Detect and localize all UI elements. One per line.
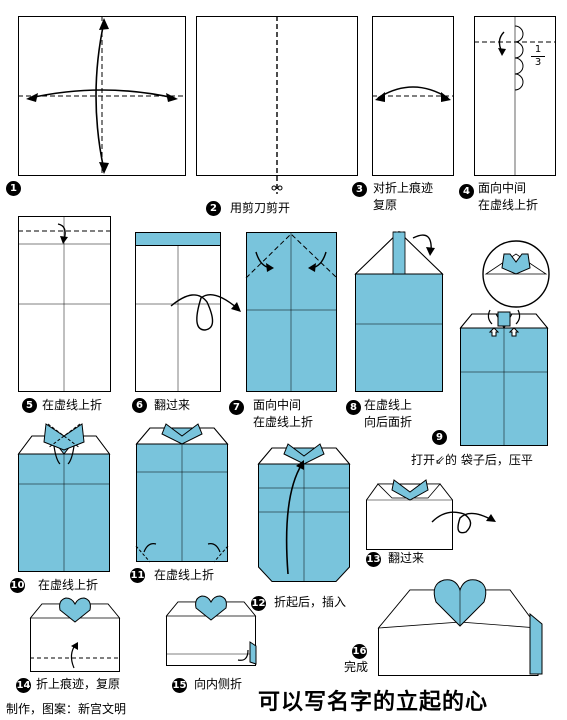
step-11-sheet [135, 423, 229, 563]
step-9-number: 9 [432, 430, 447, 445]
step-4-diagram [474, 16, 556, 176]
step-12-number: 12 [251, 596, 266, 611]
step-5-diagram [18, 216, 111, 392]
step-8-caption-line2: 向后面折 [364, 415, 413, 429]
step-9-caption: 打开⇙的 袋子后，压平 [411, 453, 533, 467]
step-8-diagram [354, 228, 444, 392]
step-3-diagram [372, 16, 454, 176]
step-10-caption: 在虚线上折 [38, 578, 99, 592]
step-1-diagram [18, 16, 186, 176]
step-14-caption: 折上痕迹，复原 [36, 677, 121, 691]
step-5-caption: 在虚线上折 [42, 398, 103, 412]
step-6-number: 6 [132, 398, 147, 413]
step-15-caption: 向内侧折 [194, 677, 243, 691]
step-16-number: 16 [352, 644, 367, 659]
step-4-number: 4 [459, 184, 474, 199]
step-6-caption: 翻过来 [154, 398, 191, 412]
step-10-number: 10 [10, 578, 25, 593]
step-6-sheet [135, 232, 241, 392]
fraction-denominator: 3 [534, 57, 542, 68]
step-13-caption: 翻过来 [388, 551, 425, 565]
step-2-number: 2 [206, 201, 221, 216]
step-7-caption-line2: 在虚线上折 [253, 415, 314, 429]
step-10-diagram [17, 420, 111, 572]
step-16-caption: 完成 [344, 660, 369, 674]
step-3-caption-line1: 对折上痕迹 [373, 181, 434, 195]
step-16-sheet [377, 579, 543, 676]
step-8-sheet [354, 230, 444, 392]
step-7-caption-line1: 面向中间 [253, 398, 302, 412]
step-2-caption: 用剪刀剪开 [230, 201, 291, 215]
step-4-caption-line2: 在虚线上折 [478, 198, 539, 212]
step-7-diagram [245, 232, 338, 392]
page-title: 可以写名字的立起的心 [258, 690, 489, 715]
fraction-numerator: 1 [531, 44, 545, 57]
step-8-caption-line1: 在虚线上 [364, 398, 413, 412]
step-12-sheet [257, 443, 351, 582]
step-2-diagram [196, 16, 358, 194]
step-6-diagram [135, 232, 241, 392]
step-5-number: 5 [22, 398, 37, 413]
step-8-number: 8 [346, 400, 361, 415]
step-3-number: 3 [352, 182, 367, 197]
step-10-sheet [17, 423, 111, 572]
step-3-caption-line2: 复原 [373, 198, 398, 212]
step-13-number: 13 [366, 552, 381, 567]
step-11-diagram [135, 420, 229, 563]
step-14-number: 14 [16, 678, 31, 693]
step-12-caption: 折起后，插入 [274, 595, 347, 609]
step-1-number: 1 [6, 181, 21, 196]
step-14-diagram [29, 596, 121, 672]
step-15-diagram [165, 594, 258, 666]
step-15-number: 15 [172, 678, 187, 693]
step-7-sheet [245, 232, 338, 392]
step-12-diagram [257, 436, 351, 582]
step-2-sheet [196, 16, 358, 194]
credit-line: 制作，图案：新宫文明 [6, 702, 127, 716]
step-5-sheet [18, 216, 111, 392]
step-16-diagram [377, 574, 544, 676]
step-15-sheet [165, 595, 257, 666]
step-3-sheet [372, 16, 454, 176]
step-1-sheet [18, 16, 186, 176]
step-7-number: 7 [229, 400, 244, 415]
step-14-sheet [29, 597, 121, 672]
step-4-sheet [474, 16, 556, 176]
step-11-number: 11 [130, 568, 145, 583]
step-9-sheet [459, 240, 550, 446]
step-13-sheet [366, 479, 496, 550]
step-11-caption: 在虚线上折 [154, 568, 215, 582]
step-13-diagram [366, 474, 516, 550]
fraction-one-third: 1 3 [531, 44, 545, 69]
step-4-caption-line1: 面向中间 [478, 181, 527, 195]
step-9-diagram [459, 240, 550, 446]
